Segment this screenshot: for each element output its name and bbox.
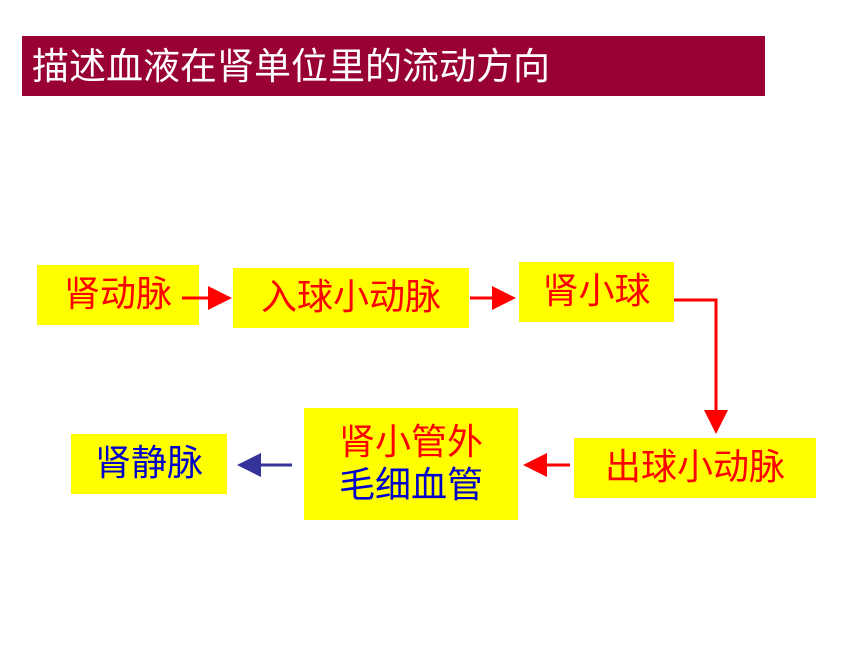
node-glomerulus-label: 肾小球 — [542, 271, 651, 313]
node-renal-artery-label: 肾动脉 — [63, 274, 172, 316]
node-afferent-arteriole: 入球小动脉 — [233, 268, 469, 328]
node-peritubular-capillaries-line1: 肾小管外 — [338, 421, 483, 463]
node-renal-vein-label: 肾静脉 — [94, 443, 203, 485]
node-afferent-arteriole-label: 入球小动脉 — [260, 277, 441, 319]
page-title: 描述血液在肾单位里的流动方向 — [32, 44, 550, 88]
node-peritubular-capillaries-line2: 毛细血管 — [338, 465, 483, 506]
node-renal-artery: 肾动脉 — [37, 265, 199, 325]
node-peritubular-capillaries: 肾小管外 毛细血管 — [304, 408, 518, 520]
node-efferent-arteriole: 出球小动脉 — [574, 438, 816, 498]
node-glomerulus: 肾小球 — [519, 262, 674, 322]
title-bar: 描述血液在肾单位里的流动方向 — [22, 36, 765, 96]
arrow-glomerulus-to-efferent — [674, 298, 728, 434]
node-renal-vein: 肾静脉 — [71, 434, 227, 494]
node-efferent-arteriole-label: 出球小动脉 — [604, 447, 785, 489]
